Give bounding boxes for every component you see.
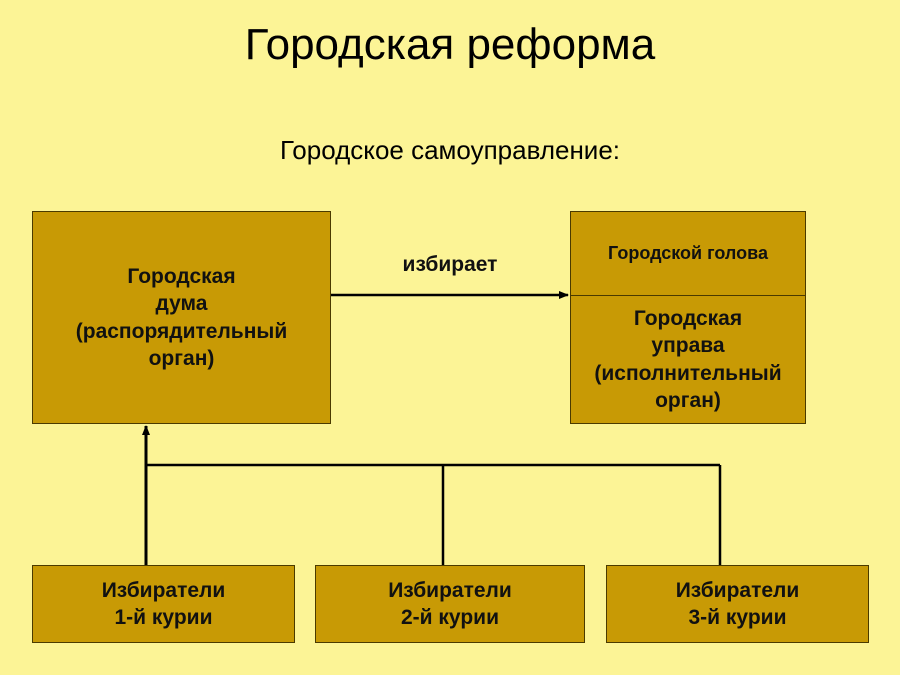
city-head-box: Городской голова: [570, 211, 806, 296]
page-title: Городская реформа: [244, 20, 656, 69]
page-subtitle: Городское самоуправление:: [279, 135, 621, 165]
elects-label: избирает: [402, 253, 498, 276]
electors-2-label: Избиратели 2-й курии: [388, 578, 512, 629]
city-head-label: Городской голова: [608, 242, 768, 263]
electors-2-box: Избиратели 2-й курии: [315, 565, 585, 643]
city-duma-label: Городская дума (распорядительный орган): [75, 264, 288, 370]
electors-3-label: Избиратели 3-й курии: [675, 578, 800, 629]
electors-3-box: Избиратели 3-й курии: [606, 565, 869, 643]
electors-1-label: Избиратели 1-й курии: [101, 578, 226, 629]
electors-1-box: Избиратели 1-й курии: [32, 565, 295, 643]
city-duma-box: Городская дума (распорядительный орган): [32, 211, 331, 424]
city-uprava-label: Городская управа (исполнительный орган): [594, 306, 782, 412]
city-uprava-box: Городская управа (исполнительный орган): [570, 295, 806, 424]
